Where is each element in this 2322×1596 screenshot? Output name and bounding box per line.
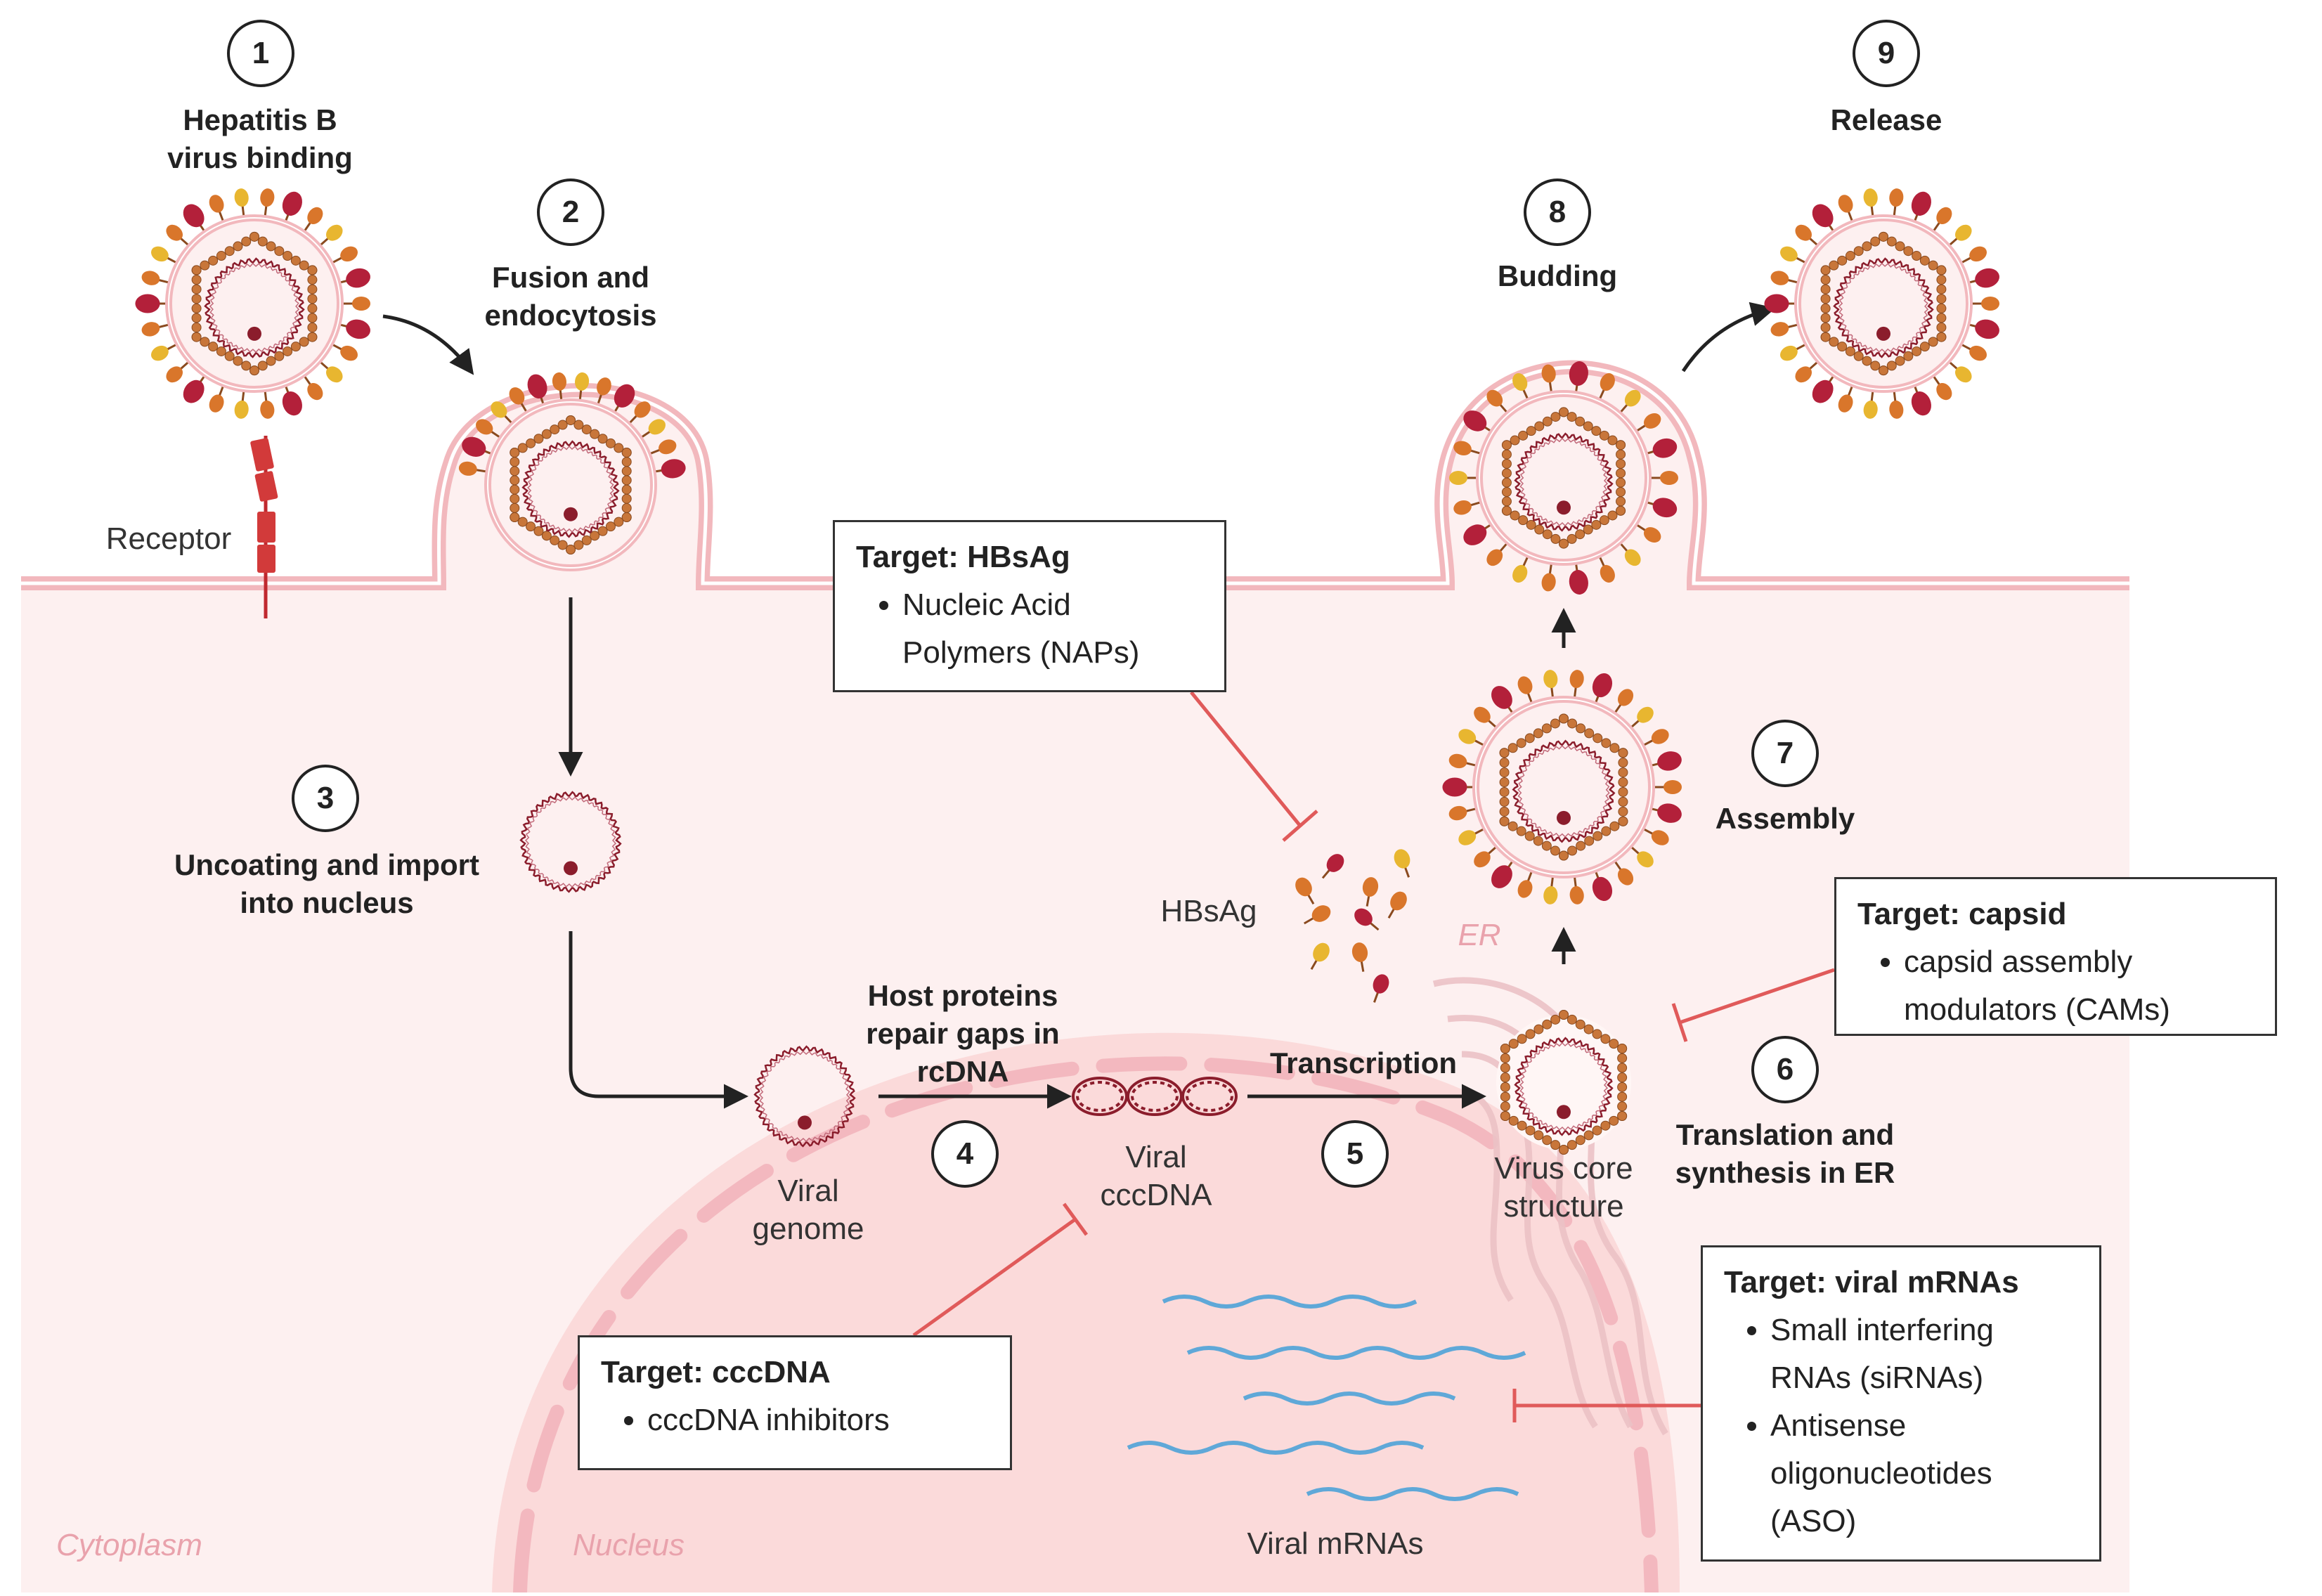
hbsag-protein: [1387, 891, 1407, 919]
receptor-label: Receptor: [105, 521, 232, 556]
uncoated-genome: [519, 791, 622, 893]
hbsag-protein: [1321, 854, 1344, 879]
hbsag-protein: [1310, 942, 1330, 970]
target-title: Target: capsid: [1857, 897, 2067, 931]
step-badge-4: 4: [931, 1120, 999, 1188]
cytoplasm-label: Cytoplasm: [56, 1528, 202, 1562]
diagram-structures: [135, 188, 1999, 1155]
viral-mrnas: [1127, 1295, 1526, 1501]
genome-dot: [1557, 1105, 1571, 1120]
step-badge-8: 8: [1524, 179, 1591, 246]
virion-assembly: [1442, 670, 1682, 904]
target-box-capsid: Target: capsid capsid assembly modulator…: [1834, 877, 2277, 1036]
target-title: Target: HBsAg: [856, 540, 1070, 574]
virion-binding: [135, 188, 370, 419]
hbsag-label: HBsAg: [1160, 894, 1257, 928]
hbsag-protein: [1362, 877, 1379, 907]
step-badge-3: 3: [292, 765, 359, 832]
mrna-strand: [1243, 1391, 1456, 1406]
genome-dot: [798, 1115, 812, 1130]
target-list: cccDNA inhibitors: [601, 1396, 989, 1444]
target-list: Nucleic Acid Polymers (NAPs): [856, 581, 1203, 677]
hbsag-protein: [1373, 974, 1389, 1003]
step-badge-7: 7: [1751, 720, 1819, 787]
mrna-strand: [1306, 1487, 1519, 1501]
genome-dot: [564, 861, 578, 876]
target-title: Target: cccDNA: [601, 1355, 831, 1389]
step-label-9: Release: [1830, 103, 1942, 136]
hbsag-proteins: [1295, 849, 1410, 1003]
hbsag-protein: [1351, 942, 1368, 972]
arrow-binding-to-fusion: [382, 314, 474, 375]
hbsag-protein: [1394, 849, 1410, 878]
virion-endocytosis: [458, 372, 686, 571]
virion-budding: [1449, 361, 1678, 595]
genome-dot: [1557, 500, 1571, 515]
hbsag-protein: [1304, 905, 1331, 925]
step-label-5: Transcription: [1269, 1046, 1458, 1079]
virus-core-glyph: [1496, 1010, 1631, 1155]
inhibit-hbsag: [1190, 691, 1318, 842]
genome-dot: [247, 326, 261, 341]
pathway-arrows: [382, 301, 1776, 1109]
receptor: [250, 436, 278, 618]
target-list: capsid assembly modulators (CAMs): [1857, 938, 2254, 1034]
er-label: ER: [1458, 918, 1501, 952]
hbsag-protein: [1295, 877, 1315, 904]
virion-released: [1764, 188, 1999, 419]
arrow-uncoating-to-genome: [569, 931, 748, 1109]
step-label-8: Budding: [1497, 259, 1618, 292]
nucleus-label: Nucleus: [573, 1528, 685, 1562]
inhibit-cccdna: [912, 1202, 1089, 1337]
genome-dot: [1876, 326, 1890, 341]
target-title: Target: viral mRNAs: [1724, 1265, 2019, 1299]
mrna-strand: [1127, 1441, 1425, 1455]
step-label-7: Assembly: [1715, 802, 1855, 835]
nuclear-envelope: [513, 1056, 1659, 1596]
hbsag-protein: [1354, 908, 1380, 931]
mrna-strand: [1186, 1346, 1526, 1360]
target-box-viral-mrnas: Target: viral mRNAs Small interfering RN…: [1701, 1245, 2101, 1562]
target-item: Small interfering RNAs (siRNAs): [1770, 1306, 2078, 1402]
step-badge-2: 2: [537, 179, 604, 246]
genome-dot: [1557, 810, 1571, 825]
viral-genome-glyph: [753, 1045, 856, 1148]
target-item: capsid assembly modulators (CAMs): [1904, 938, 2254, 1034]
target-box-cccdna: Target: cccDNA cccDNA inhibitors: [578, 1335, 1012, 1470]
arrow-budding-to-release: [1681, 301, 1776, 372]
target-item: Antisense oligonucleotides (ASO): [1770, 1402, 2078, 1545]
target-box-hbsag: Target: HBsAg Nucleic Acid Polymers (NAP…: [833, 520, 1226, 692]
step-badge-6: 6: [1751, 1036, 1819, 1103]
step-badge-5: 5: [1321, 1120, 1389, 1188]
viral-mrnas-label: Viral mRNAs: [1247, 1526, 1424, 1561]
step-badge-1: 1: [227, 20, 294, 87]
mrna-strand: [1162, 1295, 1418, 1309]
genome-dot: [564, 507, 578, 521]
step-badge-9: 9: [1853, 20, 1920, 87]
target-item: cccDNA inhibitors: [647, 1396, 989, 1444]
target-list: Small interfering RNAs (siRNAs) Antisens…: [1724, 1306, 2078, 1545]
viral-cccdna-glyph: [1072, 1077, 1238, 1116]
inhibition-lines: [912, 691, 1835, 1422]
inhibit-mrna: [1512, 1389, 1701, 1422]
inhibit-capsid: [1671, 968, 1835, 1042]
target-item: Nucleic Acid Polymers (NAPs): [902, 581, 1203, 677]
